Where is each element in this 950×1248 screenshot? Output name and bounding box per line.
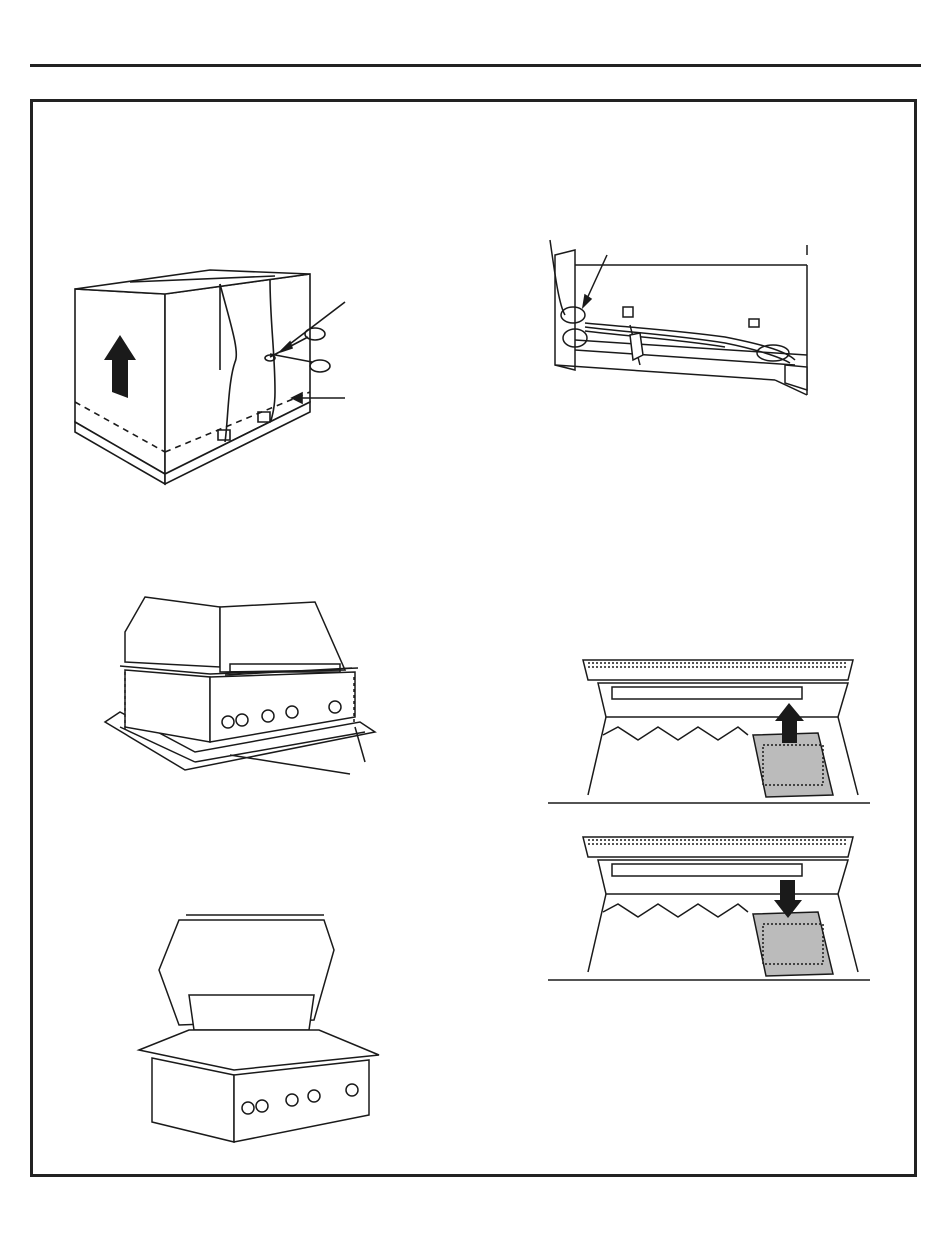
packaged-grill-figure	[70, 262, 360, 487]
burner-cover-removal-figure	[548, 655, 870, 805]
open-hood-grill-figure	[134, 910, 384, 1150]
grill-hood-icon	[159, 915, 334, 1030]
grill-on-pallet-figure	[100, 592, 390, 782]
wiring-bundle-figure	[545, 235, 815, 405]
leader-arrow-icon	[583, 255, 607, 307]
burner-cover-installation-figure	[548, 832, 870, 982]
header-rule	[30, 64, 921, 67]
briquette-tray-icon	[753, 912, 833, 976]
grill-rear-frame	[555, 245, 807, 395]
grill-head-icon	[125, 597, 352, 675]
